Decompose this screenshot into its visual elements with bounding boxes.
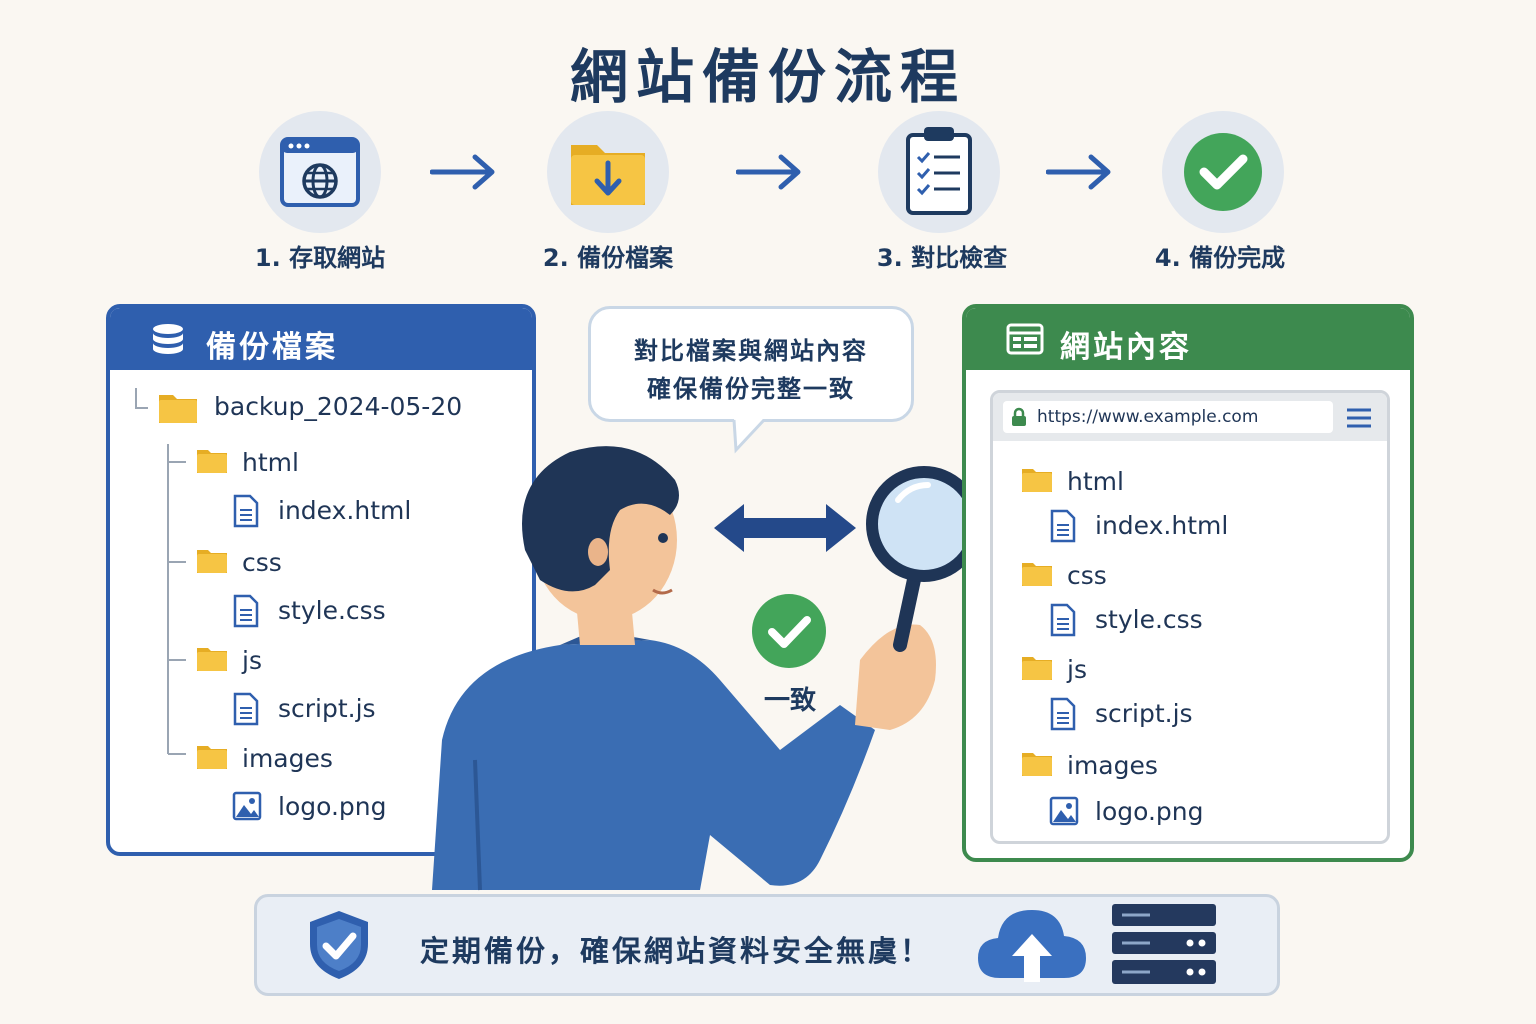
step-3-circle bbox=[878, 111, 1000, 233]
lock-icon bbox=[1012, 407, 1026, 426]
tree-item-label: logo.png bbox=[278, 792, 387, 821]
website-content-panel: 網站內容 https://www.example.com html bbox=[962, 304, 1414, 862]
image-file-icon bbox=[1049, 796, 1079, 826]
tree-item-label: index.html bbox=[278, 496, 412, 525]
file-document-icon bbox=[1050, 509, 1076, 543]
person-with-magnifier-illustration bbox=[432, 446, 982, 891]
folder-icon bbox=[197, 746, 227, 769]
address-bar[interactable]: https://www.example.com bbox=[1003, 401, 1333, 433]
clipboard-checklist-icon bbox=[906, 127, 972, 215]
bubble-line-2: 確保備份完整一致 bbox=[647, 375, 855, 403]
tree-item-label: script.js bbox=[278, 694, 376, 723]
shield-check-icon bbox=[310, 911, 368, 979]
step-2-label: 2. 備份檔案 bbox=[542, 244, 674, 272]
browser-window-icon bbox=[1006, 323, 1044, 355]
file-document-icon bbox=[233, 594, 259, 628]
folder-icon bbox=[1022, 563, 1052, 586]
speech-bubble: 對比檔案與網站內容 確保備份完整一致 bbox=[588, 306, 914, 422]
browser-globe-icon bbox=[280, 137, 360, 207]
backup-panel-title: 備份檔案 bbox=[206, 330, 338, 365]
backup-panel-header: 備份檔案 bbox=[110, 308, 532, 370]
tree-item-label: index.html bbox=[1095, 511, 1229, 540]
page-title: 網站備份流程 bbox=[569, 43, 966, 111]
backup-root-folder[interactable]: backup_2024-05-20 bbox=[158, 388, 532, 428]
folder-icon bbox=[1022, 657, 1052, 680]
tree-item-folder[interactable]: html bbox=[1021, 463, 1381, 503]
tree-item-file[interactable]: style.css bbox=[232, 592, 532, 632]
tree-item-image[interactable]: logo.png bbox=[1049, 793, 1379, 833]
tree-item-label: html bbox=[1067, 467, 1124, 496]
tree-item-label: css bbox=[1067, 561, 1107, 590]
tree-item-file[interactable]: index.html bbox=[232, 492, 532, 532]
hamburger-menu-icon[interactable] bbox=[1345, 407, 1373, 429]
file-document-icon bbox=[1050, 603, 1076, 637]
check-circle-icon bbox=[752, 594, 826, 668]
tree-item-label: script.js bbox=[1095, 699, 1193, 728]
tree-item-label: images bbox=[1067, 751, 1158, 780]
folder-icon bbox=[197, 648, 227, 671]
folder-icon bbox=[1022, 469, 1052, 492]
folder-download-icon bbox=[571, 145, 645, 205]
tree-item-label: html bbox=[242, 448, 299, 477]
folder-icon bbox=[197, 550, 227, 573]
consistent-label: 一致 bbox=[763, 686, 816, 716]
cloud-upload-icon bbox=[978, 910, 1086, 982]
tree-item-folder[interactable]: js bbox=[1021, 651, 1381, 691]
arrow-right-icon bbox=[1046, 154, 1111, 190]
tree-item-label: js bbox=[242, 646, 262, 675]
tree-connector-lines bbox=[135, 388, 186, 755]
arrow-right-icon bbox=[736, 154, 801, 190]
step-3-label: 3. 對比檢查 bbox=[876, 244, 1008, 272]
double-arrow-icon bbox=[714, 504, 856, 552]
speech-bubble-tail bbox=[732, 418, 766, 454]
file-document-icon bbox=[233, 692, 259, 726]
image-file-icon bbox=[232, 791, 262, 821]
step-4-circle bbox=[1162, 111, 1284, 233]
tree-item-folder[interactable]: images bbox=[1021, 747, 1381, 787]
tree-item-label: images bbox=[242, 744, 333, 773]
tree-item-label: js bbox=[1067, 655, 1087, 684]
tree-item-label: style.css bbox=[1095, 605, 1203, 634]
step-2-circle bbox=[547, 111, 669, 233]
tree-item-file[interactable]: index.html bbox=[1049, 507, 1379, 547]
tree-item-folder[interactable]: html bbox=[196, 444, 526, 484]
bottom-banner bbox=[254, 894, 1280, 996]
file-document-icon bbox=[233, 494, 259, 528]
backup-root-label: backup_2024-05-20 bbox=[214, 392, 463, 421]
folder-icon bbox=[1022, 753, 1052, 776]
arrow-right-icon bbox=[430, 154, 495, 190]
check-circle-icon bbox=[1184, 133, 1262, 211]
tree-item-file[interactable]: script.js bbox=[1049, 695, 1379, 735]
tree-item-folder[interactable]: images bbox=[196, 740, 526, 780]
bubble-line-1: 對比檔案與網站內容 bbox=[634, 337, 868, 365]
tree-item-file[interactable]: script.js bbox=[232, 690, 532, 730]
step-4-label: 4. 備份完成 bbox=[1154, 244, 1286, 272]
folder-icon bbox=[159, 395, 197, 423]
tree-item-image[interactable]: logo.png bbox=[232, 788, 532, 828]
tree-item-label: logo.png bbox=[1095, 797, 1204, 826]
website-panel-header: 網站內容 bbox=[966, 308, 1410, 370]
file-document-icon bbox=[1050, 697, 1076, 731]
folder-icon bbox=[197, 450, 227, 473]
browser-frame: https://www.example.com html index.html … bbox=[990, 390, 1390, 844]
tree-item-folder[interactable]: css bbox=[1021, 557, 1381, 597]
tree-item-label: css bbox=[242, 548, 282, 577]
step-1-label: 1. 存取網站 bbox=[254, 244, 386, 272]
tree-item-label: style.css bbox=[278, 596, 386, 625]
url-text: https://www.example.com bbox=[1037, 407, 1259, 427]
website-panel-title: 網站內容 bbox=[1060, 330, 1192, 365]
server-rack-icon bbox=[1112, 904, 1216, 984]
tree-item-file[interactable]: style.css bbox=[1049, 601, 1379, 641]
database-icon bbox=[153, 324, 183, 354]
tree-item-folder[interactable]: js bbox=[196, 642, 526, 682]
step-1-circle bbox=[259, 111, 381, 233]
tree-item-folder[interactable]: css bbox=[196, 544, 526, 584]
banner-text: 定期備份，確保網站資料安全無虞！ bbox=[420, 934, 933, 968]
